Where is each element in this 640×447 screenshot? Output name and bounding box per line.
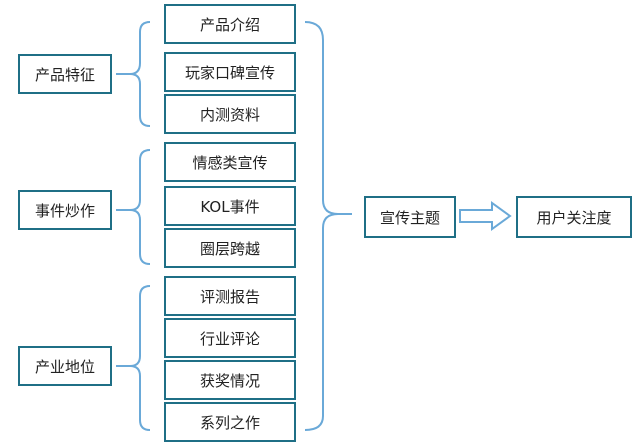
brace-group-1 xyxy=(116,21,151,127)
arrow-icon xyxy=(459,201,512,231)
item-emotional-promo: 情感类宣传 xyxy=(164,142,296,182)
item-review-report: 评测报告 xyxy=(164,276,296,316)
item-player-word-of-mouth: 玩家口碑宣传 xyxy=(164,52,296,92)
brace-group-2 xyxy=(116,149,151,265)
item-awards: 获奖情况 xyxy=(164,360,296,400)
item-circle-crossing: 圈层跨越 xyxy=(164,228,296,268)
item-industry-comment: 行业评论 xyxy=(164,318,296,358)
brace-group-3 xyxy=(116,285,151,431)
item-kol-event: KOL事件 xyxy=(164,186,296,226)
item-beta-materials: 内测资料 xyxy=(164,94,296,134)
category-product-features: 产品特征 xyxy=(18,54,112,94)
theme-box: 宣传主题 xyxy=(364,196,456,238)
item-series-work: 系列之作 xyxy=(164,402,296,442)
result-box: 用户关注度 xyxy=(516,196,632,238)
item-product-intro: 产品介绍 xyxy=(164,4,296,44)
category-event-hype: 事件炒作 xyxy=(18,190,112,230)
brace-right xyxy=(304,21,352,431)
category-industry-status: 产业地位 xyxy=(18,346,112,386)
